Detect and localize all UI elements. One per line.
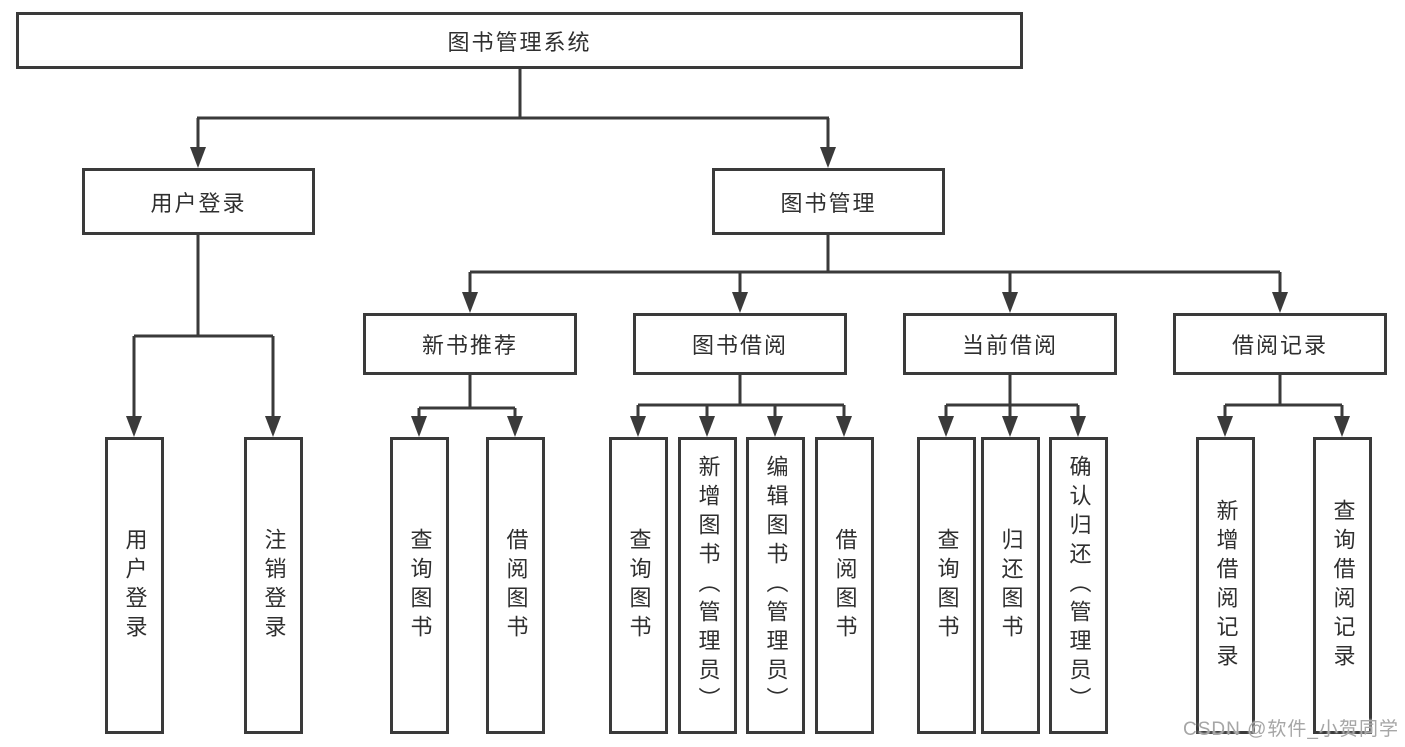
leaf-borrow-book-recommend: 借阅图书 <box>486 437 545 734</box>
node-new-book-recommend-label: 新书推荐 <box>421 333 518 358</box>
leaf-add-borrow-record: 新增借阅记录 <box>1196 437 1255 734</box>
arrowheads <box>126 147 1350 437</box>
node-current-borrow: 当前借阅 <box>903 313 1117 375</box>
node-user-login-label: 用户登录 <box>150 190 247 216</box>
node-root-system: 图书管理系统 <box>16 12 1023 69</box>
leaf-query-book-current-label: 查询图书 <box>934 527 960 644</box>
node-book-management-label: 图书管理 <box>780 190 877 216</box>
node-book-borrow: 图书借阅 <box>633 313 847 375</box>
leaf-query-book-current: 查询图书 <box>917 437 976 734</box>
leaf-query-borrow-record-label: 查询借阅记录 <box>1330 498 1356 673</box>
leaf-query-book-borrow-label: 查询图书 <box>626 527 652 644</box>
leaf-add-borrow-record-label: 新增借阅记录 <box>1213 498 1239 673</box>
leaf-query-book-recommend: 查询图书 <box>390 437 449 734</box>
node-new-book-recommend: 新书推荐 <box>363 313 577 375</box>
leaf-return-book: 归还图书 <box>981 437 1040 734</box>
node-user-login: 用户登录 <box>82 168 315 235</box>
node-book-borrow-label: 图书借阅 <box>691 333 788 358</box>
node-current-borrow-label: 当前借阅 <box>961 333 1058 358</box>
leaf-query-book-recommend-label: 查询图书 <box>407 527 433 644</box>
leaf-confirm-return-admin: 确认归还（管理员） <box>1049 437 1108 734</box>
node-borrow-records-label: 借阅记录 <box>1231 333 1328 358</box>
leaf-confirm-return-admin-label: 确认归还（管理员） <box>1066 455 1092 716</box>
leaf-borrow-book-recommend-label: 借阅图书 <box>503 527 529 644</box>
leaf-query-borrow-record: 查询借阅记录 <box>1313 437 1372 734</box>
leaf-logout-label: 注销登录 <box>261 527 287 644</box>
leaf-user-login-label: 用户登录 <box>122 527 148 644</box>
leaf-borrow-book: 借阅图书 <box>815 437 874 734</box>
leaf-logout: 注销登录 <box>244 437 303 734</box>
node-book-management: 图书管理 <box>712 168 945 235</box>
leaf-return-book-label: 归还图书 <box>998 527 1024 644</box>
leaf-borrow-book-label: 借阅图书 <box>832 527 858 644</box>
node-root-label: 图书管理系统 <box>447 29 592 55</box>
csdn-watermark: CSDN @软件_小贺同学 <box>1183 719 1399 740</box>
leaf-edit-book-admin: 编辑图书（管理员） <box>746 437 805 734</box>
leaf-add-book-admin-label: 新增图书（管理员） <box>695 455 721 716</box>
leaf-user-login: 用户登录 <box>105 437 164 734</box>
node-borrow-records: 借阅记录 <box>1173 313 1387 375</box>
leaf-edit-book-admin-label: 编辑图书（管理员） <box>763 455 789 716</box>
leaf-query-book-borrow: 查询图书 <box>609 437 668 734</box>
leaf-add-book-admin: 新增图书（管理员） <box>678 437 737 734</box>
